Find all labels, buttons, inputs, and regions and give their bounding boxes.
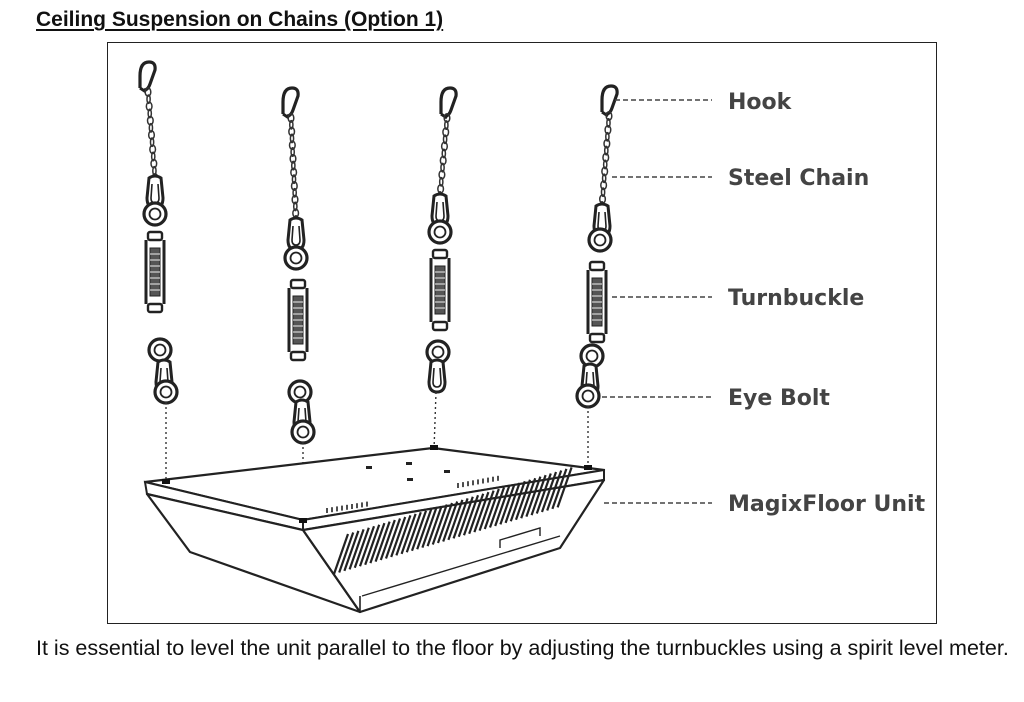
- chain-1: [144, 87, 159, 183]
- callout-leaders: [602, 99, 712, 504]
- suspension-assembly-1: [138, 60, 179, 482]
- label-turnbuckle: Turnbuckle: [728, 286, 864, 311]
- label-eye-bolt: Eye Bolt: [728, 386, 830, 411]
- label-hook: Hook: [728, 90, 793, 115]
- suspension-assembly-4: [575, 84, 619, 466]
- suspension-assembly-3: [425, 86, 458, 451]
- label-magixfloor-unit: MagixFloor Unit: [728, 492, 926, 517]
- suspension-assembly-2: [281, 86, 316, 520]
- figure-frame: [107, 42, 937, 624]
- label-steel-chain: Steel Chain: [728, 166, 869, 191]
- caption-text: It is essential to level the unit parall…: [36, 636, 1009, 660]
- page-heading: Ceiling Suspension on Chains (Option 1): [36, 8, 444, 31]
- magixfloor-unit: [143, 445, 606, 614]
